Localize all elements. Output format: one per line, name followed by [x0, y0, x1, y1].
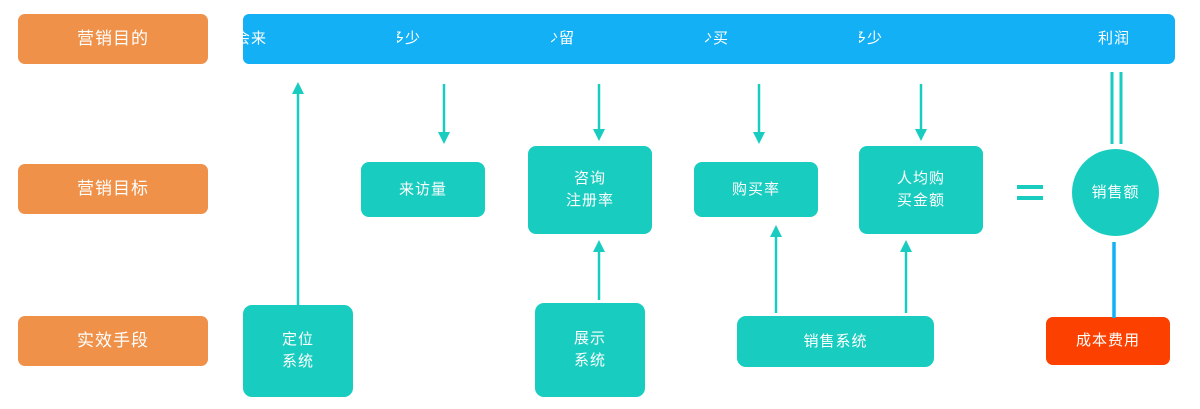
conn-display-to-consult	[589, 240, 609, 300]
stage-label: 来多少	[373, 30, 422, 48]
metric-sales-amount[interactable]: 销售额	[1072, 149, 1159, 236]
metric-consult-register-rate[interactable]: 咨询 注册率	[528, 146, 652, 234]
conn-how-many-buy-to-purchase-rate	[749, 84, 769, 144]
equals-bar-top	[1017, 184, 1043, 189]
equals-operator	[1017, 172, 1043, 212]
conn-buy-how-much-to-aov	[911, 84, 931, 141]
conn-sales-system-to-aov	[896, 240, 916, 313]
tool-positioning-system[interactable]: 定位 系统	[243, 305, 353, 397]
metric-label-line: 销售额	[1091, 183, 1140, 201]
metric-label-line: 来访量	[398, 180, 447, 198]
stage-label: 谁会来	[219, 30, 268, 48]
tool-label-line: 成本费用	[1075, 332, 1140, 350]
stage-label: 买多少	[835, 30, 884, 48]
conn-sales-system-to-purchase-rate	[766, 225, 786, 313]
metric-avg-order-value[interactable]: 人均购 买金额	[859, 146, 983, 234]
conn-how-many-stay-to-consult	[589, 84, 609, 141]
stage-label: 多少留	[527, 30, 576, 48]
tool-display-system[interactable]: 展示 系统	[535, 303, 645, 397]
tool-label-line: 定位	[281, 331, 314, 349]
conn-sales-amount-to-cost	[1110, 242, 1118, 318]
equals-bar-bottom	[1017, 195, 1043, 200]
conn-positioning-to-who-comes	[288, 82, 308, 307]
row-label-effective-method[interactable]: 实效手段	[18, 316, 208, 366]
row-label-text: 营销目标	[77, 178, 149, 198]
tool-label-line: 展示	[573, 330, 606, 348]
metric-label-line: 购买率	[731, 180, 780, 198]
conn-profit-to-sales-amount	[1105, 72, 1127, 144]
tool-label-line: 销售系统	[803, 332, 868, 350]
row-label-text: 实效手段	[77, 330, 149, 350]
metric-label-line: 人均购	[896, 170, 945, 188]
tool-label-line: 系统	[281, 353, 314, 370]
metric-label-line: 注册率	[565, 192, 614, 209]
stage-profit[interactable]: 利润	[1053, 14, 1175, 64]
row-label-marketing-goal[interactable]: 营销目标	[18, 164, 208, 214]
tool-sales-system[interactable]: 销售系统	[737, 316, 934, 367]
row-label-marketing-purpose[interactable]: 营销目的	[18, 14, 208, 64]
metric-visits[interactable]: 来访量	[361, 162, 485, 217]
stage-label: 多少买	[681, 30, 730, 48]
metric-purchase-rate[interactable]: 购买率	[694, 162, 818, 217]
conn-how-many-come-to-visits	[434, 84, 454, 144]
stage-label: 利润	[1097, 30, 1130, 48]
row-label-text: 营销目的	[77, 28, 149, 48]
tool-label-line: 系统	[573, 352, 606, 369]
tool-cost-expense[interactable]: 成本费用	[1046, 317, 1170, 365]
metric-label-line: 买金额	[896, 192, 945, 209]
metric-label-line: 咨询	[573, 170, 606, 188]
